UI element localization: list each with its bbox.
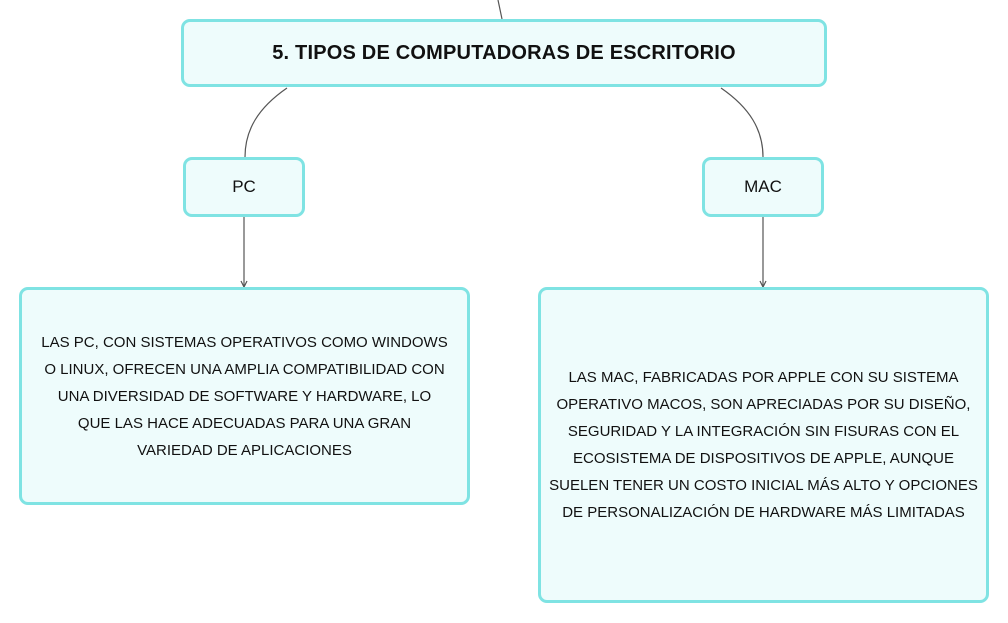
branch-label-pc: PC bbox=[232, 177, 256, 196]
description-node-pc[interactable]: LAS PC, CON SISTEMAS OPERATIVOS COMO WIN… bbox=[19, 287, 470, 505]
description-text-pc: LAS PC, CON SISTEMAS OPERATIVOS COMO WIN… bbox=[41, 333, 448, 459]
branch-node-pc[interactable]: PC bbox=[183, 157, 305, 217]
branch-node-mac[interactable]: MAC bbox=[702, 157, 824, 217]
connector-title-to-mac bbox=[720, 87, 764, 158]
connector-title-to-pc bbox=[244, 87, 288, 158]
description-text-mac: LAS MAC, FABRICADAS POR APPLE CON SU SIS… bbox=[549, 369, 978, 521]
description-node-mac[interactable]: LAS MAC, FABRICADAS POR APPLE CON SU SIS… bbox=[538, 287, 989, 603]
title-node[interactable]: 5. TIPOS DE COMPUTADORAS DE ESCRITORIO bbox=[181, 19, 827, 87]
connector-from-parent bbox=[497, 0, 503, 20]
title-label: 5. TIPOS DE COMPUTADORAS DE ESCRITORIO bbox=[272, 41, 736, 64]
branch-label-mac: MAC bbox=[744, 177, 782, 196]
